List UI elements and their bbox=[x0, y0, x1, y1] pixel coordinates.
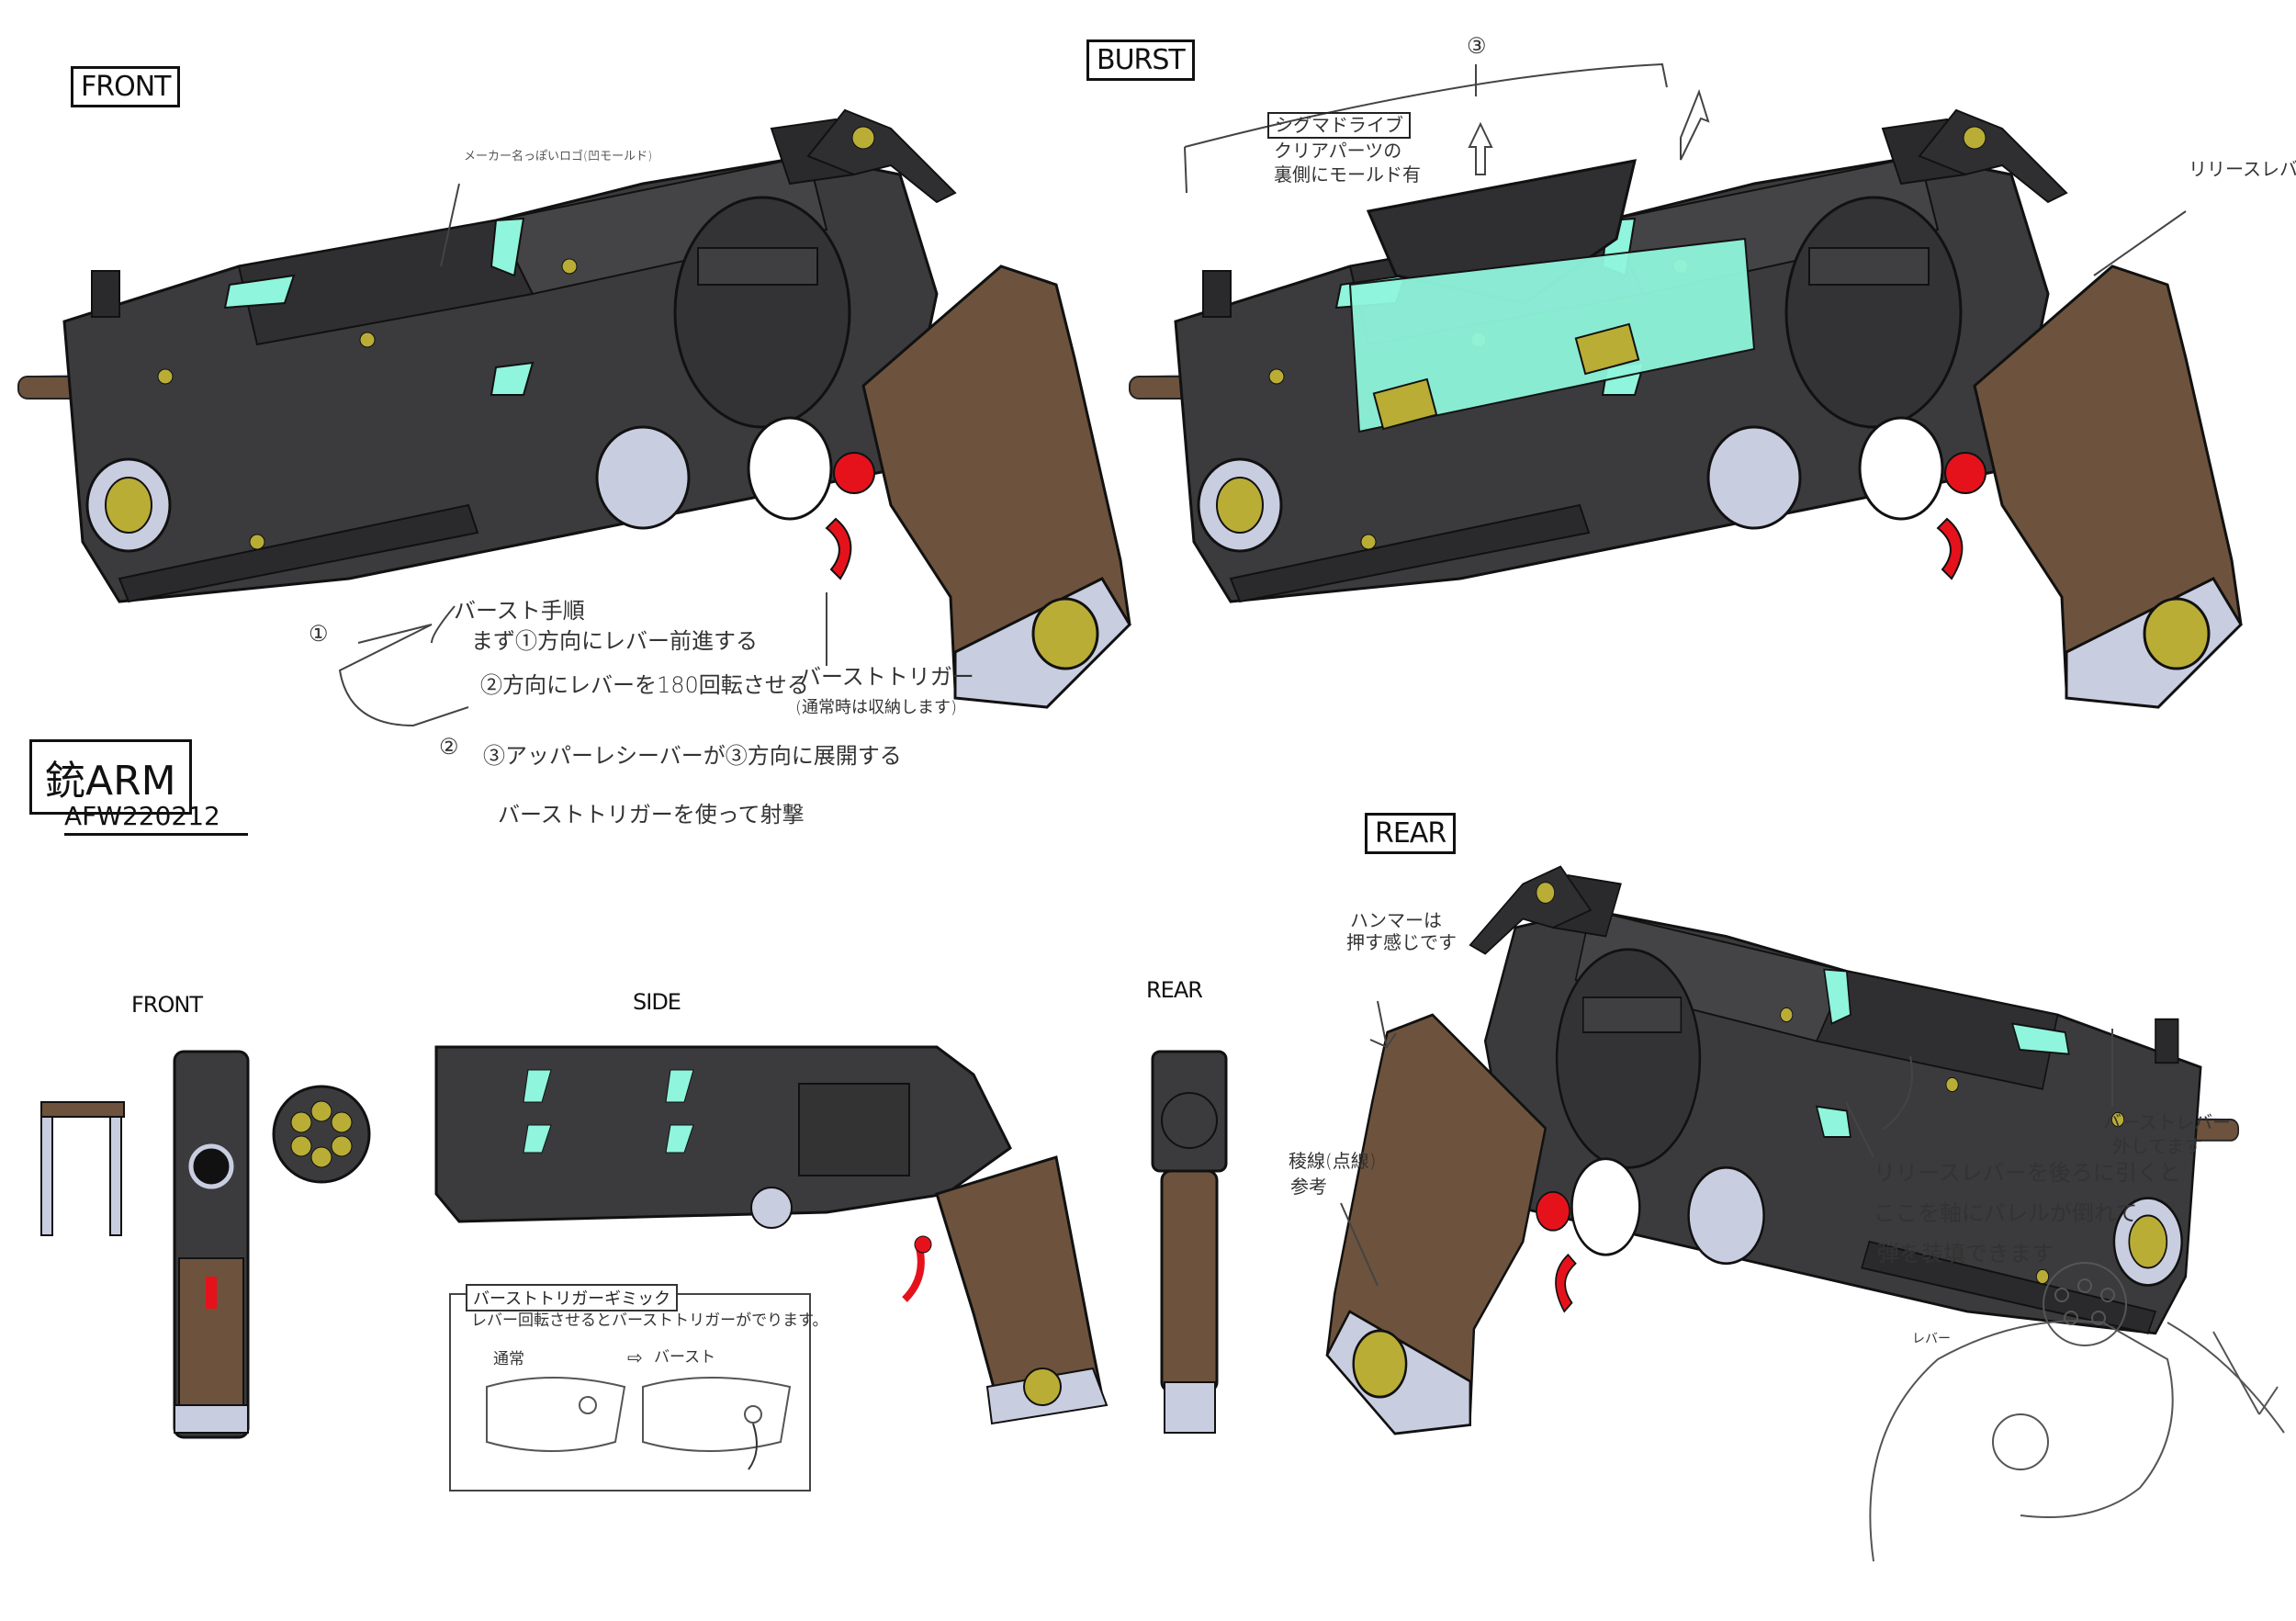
marker-1: ① bbox=[309, 621, 329, 647]
note-ridge-1: 稜線(点線) bbox=[1289, 1150, 1377, 1172]
note-step1: まず①方向にレバー前進する bbox=[471, 628, 758, 654]
gimmick-title: バーストトリガーギミック bbox=[466, 1284, 679, 1311]
note-burst-lever-2: 外してます bbox=[2112, 1135, 2203, 1157]
note-step4: バーストトリガーを使って射撃 bbox=[498, 802, 805, 827]
note-sigma-drive: シグマドライブ bbox=[1267, 112, 1411, 139]
front-orthographic-view bbox=[40, 1050, 371, 1439]
gimmick-arrow: ⇨ bbox=[627, 1346, 643, 1368]
note-clear-parts-1: クリアパーツの bbox=[1274, 140, 1402, 162]
note-hammer-1: ハンマーは bbox=[1350, 909, 1442, 931]
burst-upper-receiver bbox=[1348, 159, 1756, 433]
note-step2: ②方向にレバーを180回転させる bbox=[480, 672, 809, 698]
note-step3: ③アッパーレシーバーが③方向に展開する bbox=[483, 743, 902, 769]
gun-rear-view bbox=[1327, 867, 2238, 1435]
gimmick-desc: レバー回転させるとバーストトリガーがでります。 bbox=[471, 1311, 828, 1330]
note-burst-steps-title: バースト手順 bbox=[454, 598, 585, 624]
sheet-title: 銃ARM bbox=[29, 739, 192, 815]
gimmick-sketches bbox=[486, 1377, 792, 1470]
note-release-desc-1: リリースレバーを後ろに引くと bbox=[1874, 1160, 2181, 1186]
annotation-lines bbox=[338, 62, 2187, 1287]
gimmick-normal: 通常 bbox=[493, 1350, 524, 1368]
side-orthographic-view bbox=[434, 1045, 1109, 1425]
release-mechanism-sketch bbox=[1869, 1262, 2285, 1562]
label-rear-main: REAR bbox=[1365, 813, 1457, 854]
label-side-small: SIDE bbox=[633, 989, 681, 1015]
note-release-desc-3: 弾を装填できます bbox=[1877, 1241, 2054, 1266]
gun-burst-mode bbox=[1130, 110, 2241, 707]
note-hammer-2: 押す感じです bbox=[1346, 931, 1457, 953]
note-logo: メーカー名っぽいロゴ(凹モールド) bbox=[464, 150, 653, 163]
note-lever-sketch: レバー bbox=[1912, 1332, 1951, 1346]
gimmick-burst: バースト bbox=[654, 1348, 716, 1367]
marker-2: ② bbox=[439, 734, 459, 760]
rear-orthographic-view bbox=[1151, 1050, 1228, 1434]
label-front-small: FRONT bbox=[131, 992, 203, 1018]
note-release-lever: リリースレバー bbox=[2189, 158, 2296, 180]
note-burst-lever-1: バーストレバー bbox=[2103, 1111, 2231, 1133]
note-ridge-2: 参考 bbox=[1290, 1176, 1327, 1198]
note-release-desc-2: ここを軸にバレルが倒れて bbox=[1874, 1200, 2138, 1226]
label-front-main: FRONT bbox=[71, 66, 181, 107]
sheet-code: AFW220212 bbox=[64, 801, 248, 836]
label-rear-small: REAR bbox=[1146, 977, 1203, 1003]
note-clear-parts-2: 裏側にモールド有 bbox=[1274, 163, 1421, 186]
label-burst: BURST bbox=[1086, 39, 1195, 81]
marker-3: ③ bbox=[1467, 33, 1487, 59]
note-burst-trigger: バーストトリガー bbox=[799, 664, 974, 690]
note-burst-trigger-sub: (通常時は収納します) bbox=[795, 698, 958, 717]
